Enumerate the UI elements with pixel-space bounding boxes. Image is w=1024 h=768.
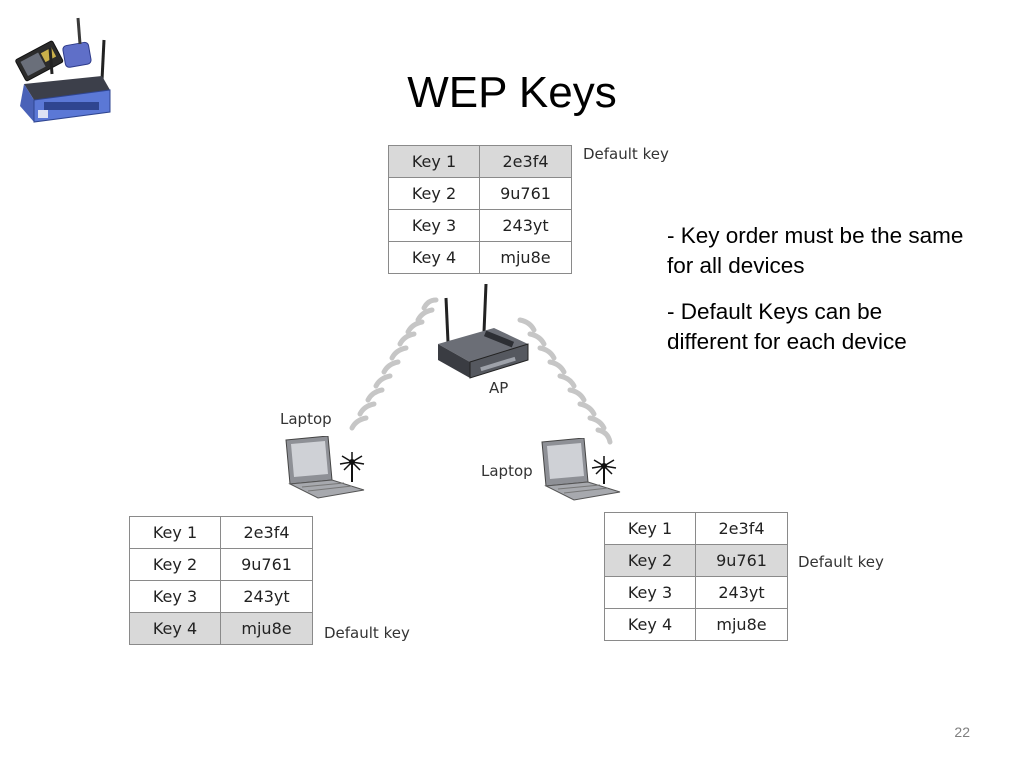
laptop-left-default-key-label: Default key xyxy=(324,624,410,642)
key-value-cell: 2e3f4 xyxy=(479,145,572,178)
slide-title: WEP Keys xyxy=(407,68,617,117)
key-value-cell: mju8e xyxy=(479,241,572,274)
key-value-cell: 9u761 xyxy=(479,177,572,210)
ap-default-key-label: Default key xyxy=(583,145,669,163)
key-value-cell: mju8e xyxy=(695,608,788,641)
laptop-right-icon xyxy=(541,438,621,501)
laptop-left-label: Laptop xyxy=(280,410,332,428)
key-name-cell: Key 2 xyxy=(604,544,696,577)
page-number: 22 xyxy=(954,724,970,740)
key-value-cell: 243yt xyxy=(695,576,788,609)
key-value-cell: 2e3f4 xyxy=(695,512,788,545)
laptop-right-label: Laptop xyxy=(481,462,533,480)
key-value-cell: 243yt xyxy=(220,580,313,613)
key-value-cell: 9u761 xyxy=(220,548,313,581)
access-point-icon xyxy=(438,283,529,379)
laptop-left-icon xyxy=(285,436,365,499)
key-name-cell: Key 2 xyxy=(388,177,480,210)
key-name-cell: Key 4 xyxy=(388,241,480,274)
key-name-cell: Key 3 xyxy=(604,576,696,609)
notes-list: - Key order must be the same for all dev… xyxy=(667,221,967,373)
radio-waves xyxy=(349,297,613,445)
laptop-right-default-key-label: Default key xyxy=(798,553,884,571)
key-name-cell: Key 4 xyxy=(129,612,221,645)
key-name-cell: Key 1 xyxy=(388,145,480,178)
key-name-cell: Key 1 xyxy=(604,512,696,545)
key-name-cell: Key 3 xyxy=(129,580,221,613)
ap-label: AP xyxy=(489,379,509,397)
key-name-cell: Key 3 xyxy=(388,209,480,242)
router-logo-icon xyxy=(15,17,111,123)
note-key-order: - Key order must be the same for all dev… xyxy=(667,223,964,278)
key-value-cell: mju8e xyxy=(220,612,313,645)
note-default-keys: - Default Keys can be different for each… xyxy=(667,299,907,354)
key-name-cell: Key 2 xyxy=(129,548,221,581)
key-name-cell: Key 1 xyxy=(129,516,221,549)
key-value-cell: 243yt xyxy=(479,209,572,242)
key-name-cell: Key 4 xyxy=(604,608,696,641)
key-value-cell: 9u761 xyxy=(695,544,788,577)
key-value-cell: 2e3f4 xyxy=(220,516,313,549)
